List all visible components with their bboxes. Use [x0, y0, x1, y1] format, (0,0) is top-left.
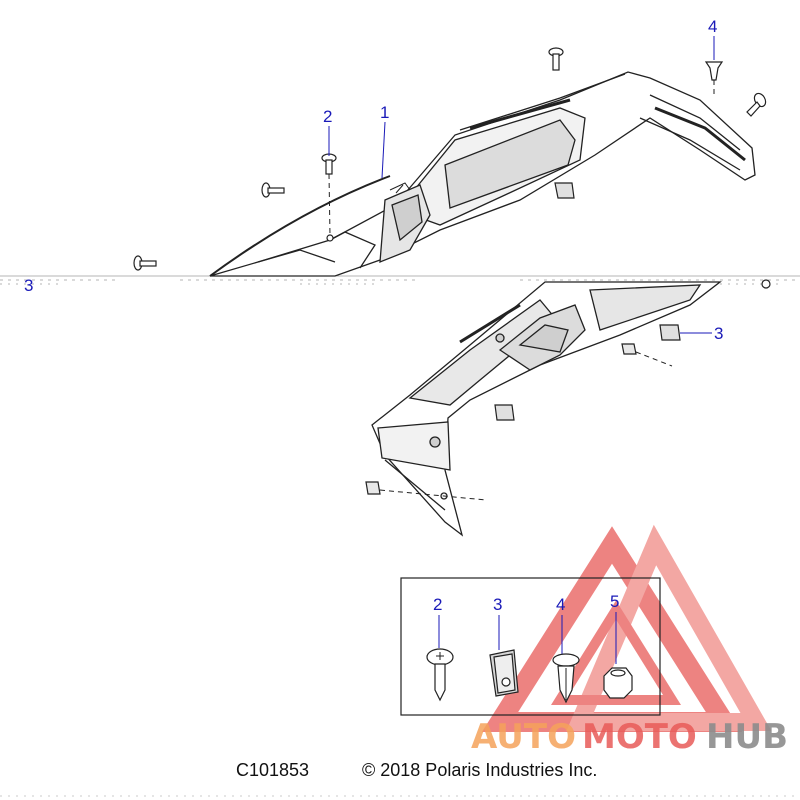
automotohub-watermark-text: AUTO MOTO HUB — [471, 717, 788, 757]
legend-number-3: 3 — [493, 595, 502, 614]
watermark-auto: AUTO — [471, 717, 576, 757]
watermark-moto: MOTO — [582, 717, 697, 757]
screw-icon — [426, 648, 454, 702]
legend-item-4: 4 — [552, 595, 580, 704]
lower-bumper-assembly — [371, 281, 722, 537]
copyright-notice: © 2018 Polaris Industries Inc. — [362, 760, 598, 780]
legend-number-5: 5 — [610, 592, 619, 611]
legend-number-4: 4 — [556, 595, 565, 614]
upper-dashed-leaders — [328, 80, 715, 237]
callout-part-2: 2 — [323, 107, 332, 126]
hardware-legend-box: 2 3 4 — [400, 577, 661, 716]
lower-dashed-leaders — [379, 351, 673, 501]
legend-item-3: 3 — [489, 595, 519, 697]
push-rivet-icon — [552, 653, 580, 704]
u-nut-clip-icon — [489, 649, 519, 697]
callout-part-4: 4 — [708, 17, 717, 36]
watermark-hub: HUB — [706, 717, 788, 757]
upper-fasteners — [133, 47, 767, 271]
lower-fasteners — [365, 279, 771, 495]
legend-number-2: 2 — [433, 595, 442, 614]
diagram-code: C101853 — [236, 760, 310, 780]
legend-item-2: 2 — [426, 595, 454, 702]
hex-nut-icon — [603, 667, 633, 699]
upper-callout-leaders — [328, 36, 715, 179]
legend-item-5: 5 — [603, 592, 633, 699]
automotohub-watermark-logo — [481, 524, 772, 732]
callout-part-1: 1 — [380, 103, 389, 122]
callout-part-3-left: 3 — [24, 276, 33, 295]
upper-bumper-assembly — [209, 71, 756, 277]
callout-part-3-right: 3 — [714, 324, 723, 343]
